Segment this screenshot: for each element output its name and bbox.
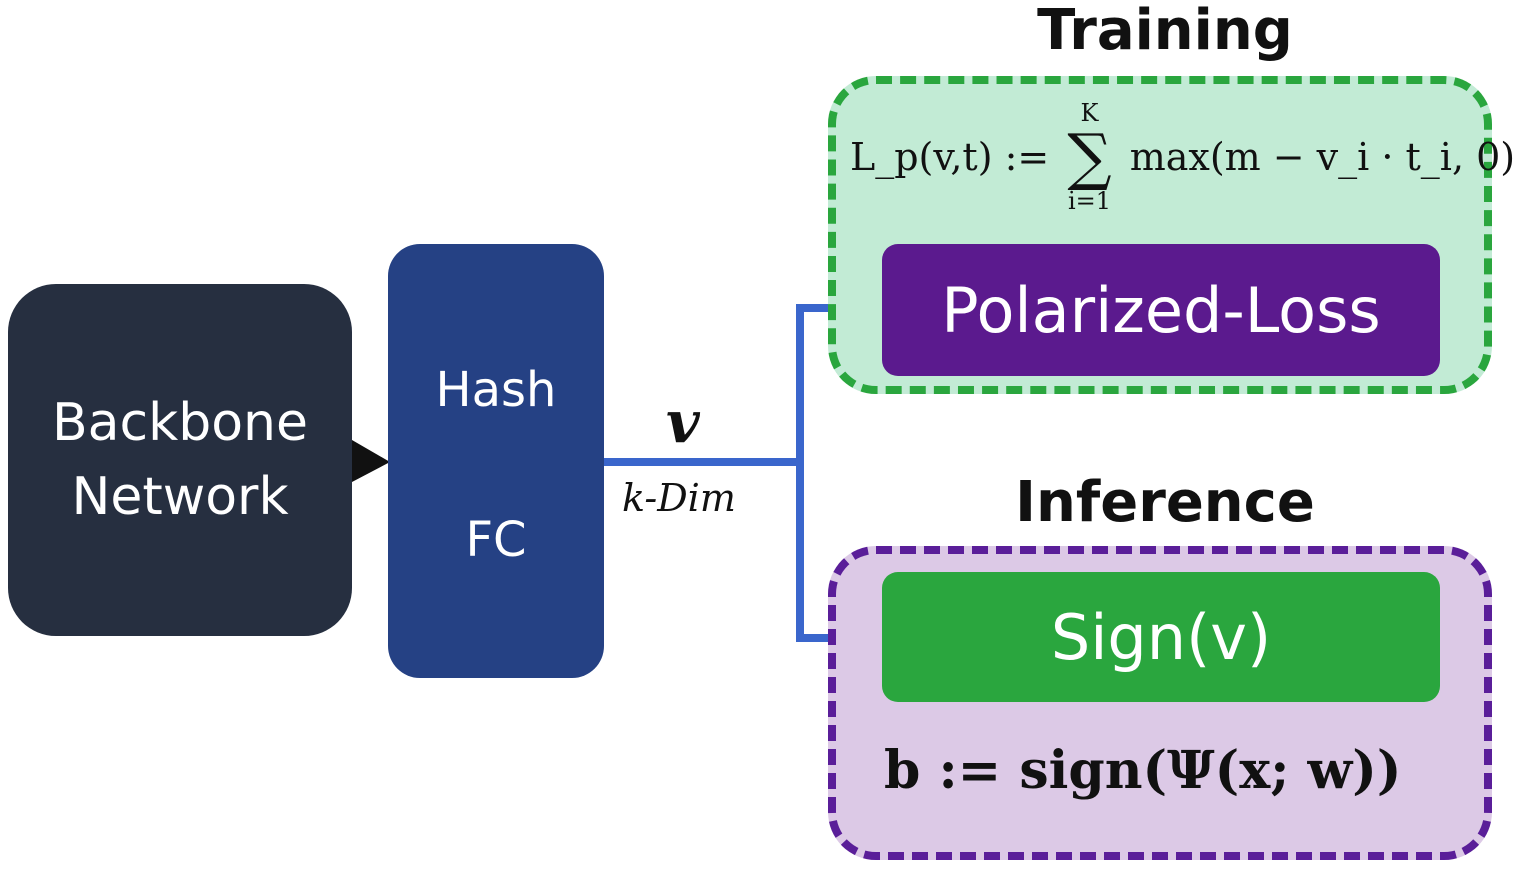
sum-lower-limit: i=1 [1067, 187, 1111, 215]
training-label: Training [1037, 0, 1293, 63]
vector-label: v [666, 388, 700, 456]
sum-upper-limit: K [1080, 99, 1099, 127]
backbone-network-node: Backbone Network [8, 284, 352, 636]
hash-fc-label-line1: Hash [435, 362, 557, 418]
polarized-loss-node: Polarized-Loss [882, 244, 1440, 376]
loss-formula-rhs: max(m − v_i · t_i, 0) [1129, 135, 1515, 179]
loss-formula-lhs: L_p(v,t) := [850, 135, 1050, 179]
hash-fc-label-line2: FC [465, 512, 527, 568]
polarized-loss-label: Polarized-Loss [941, 273, 1381, 347]
summation: K ∑ i=1 [1067, 100, 1111, 214]
dimension-label: k-Dim [622, 476, 736, 520]
sign-formula: b := sign(Ψ(x; w)) [884, 740, 1402, 801]
backbone-label-line1: Backbone [51, 393, 308, 453]
hash-fc-node: Hash FC [388, 244, 604, 678]
backbone-to-hash-arrowhead [352, 440, 390, 482]
polarized-loss-formula: L_p(v,t) := K ∑ i=1 max(m − v_i · t_i, 0… [850, 100, 1515, 214]
sigma-symbol: ∑ [1067, 120, 1112, 193]
backbone-label-line2: Network [71, 467, 289, 527]
sign-label: Sign(v) [1050, 600, 1272, 674]
sign-node: Sign(v) [882, 572, 1440, 702]
inference-label: Inference [1015, 470, 1315, 535]
